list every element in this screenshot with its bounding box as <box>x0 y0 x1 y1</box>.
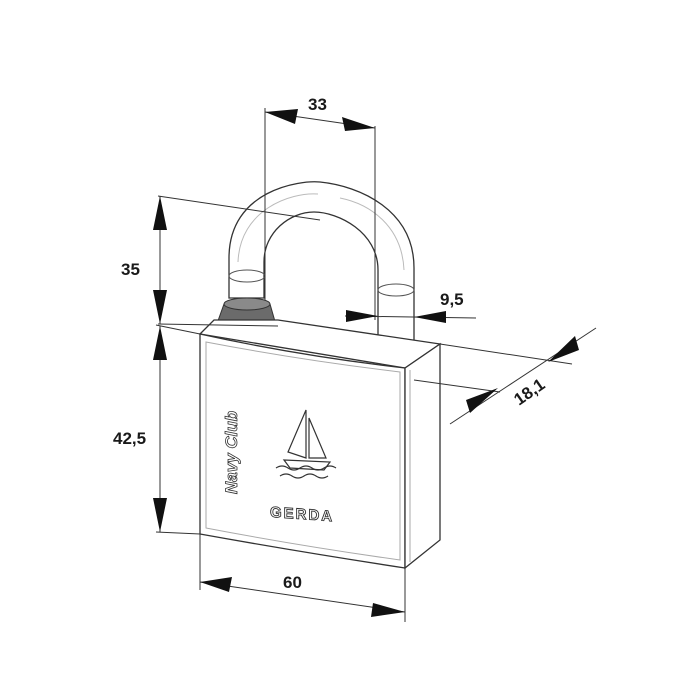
arrow-head <box>548 336 579 362</box>
dimension-shackle-width: 33 <box>264 95 376 320</box>
dimension-body-height: 42,5 <box>113 324 201 535</box>
dimension-shackle-clearance: 35 <box>121 195 321 327</box>
dimension-label: 9,5 <box>440 290 464 309</box>
arrow-head <box>153 290 167 324</box>
arrow-head <box>346 310 378 322</box>
arrow-head <box>153 196 167 230</box>
dimension-label: 18,1 <box>510 375 548 410</box>
arrow-head <box>265 109 298 124</box>
arrow-head <box>153 498 167 532</box>
model-engraving: Navy Club <box>222 411 241 494</box>
arrow-head <box>200 577 232 592</box>
arrow-head <box>342 117 375 131</box>
arrow-head <box>466 388 498 413</box>
dimension-body-depth: 18,1 <box>413 327 597 425</box>
arrow-head <box>153 326 167 360</box>
sailboat-icon <box>275 409 337 479</box>
dimension-body-width: 60 <box>199 534 406 622</box>
dimension-label: 42,5 <box>113 429 146 448</box>
dimension-label: 60 <box>283 573 302 592</box>
arrow-head <box>414 311 446 323</box>
dimension-label: 35 <box>121 260 140 279</box>
dimension-label: 33 <box>308 95 327 114</box>
lock-body <box>198 319 442 570</box>
arrow-head <box>371 603 405 617</box>
dimension-shackle-diameter: 9,5 <box>344 290 477 323</box>
brand-engraving: GERDA <box>270 504 334 525</box>
